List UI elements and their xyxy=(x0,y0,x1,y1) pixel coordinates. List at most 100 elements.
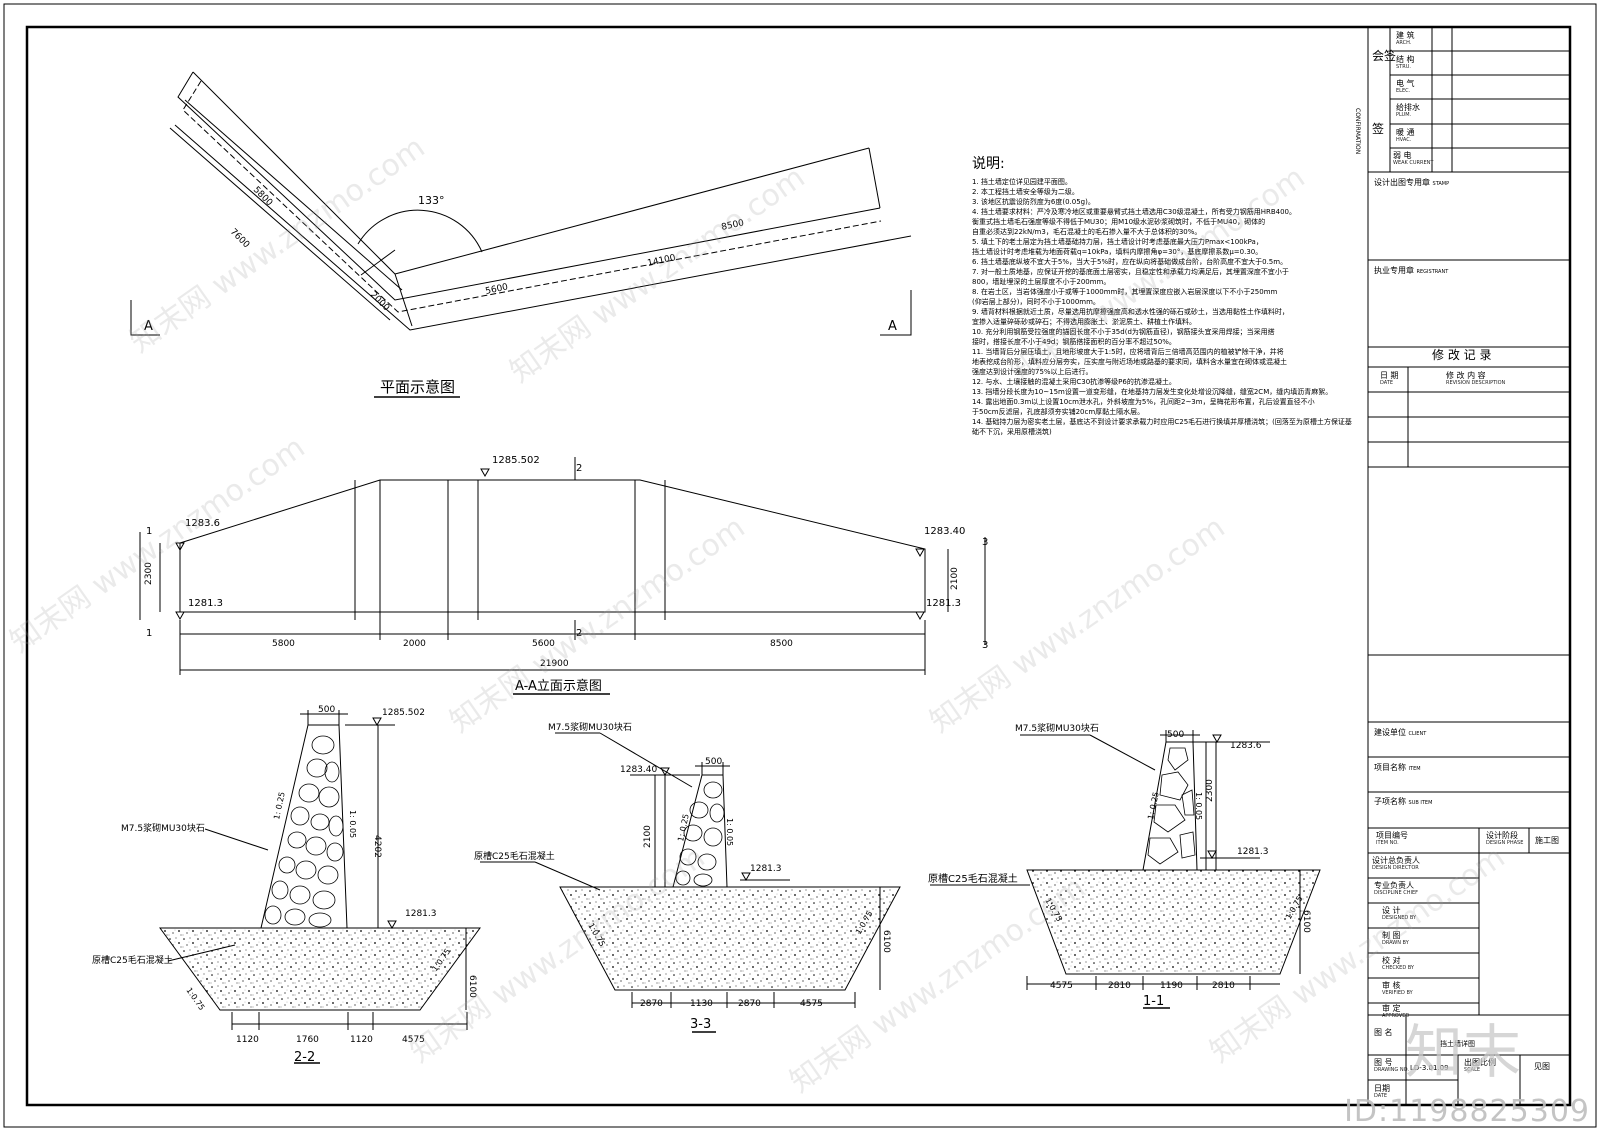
s22-depth: 6100 xyxy=(467,975,477,998)
s22-slope2: 1: 0.05 xyxy=(348,810,357,838)
tb-revision-title: 修 改 记 录 xyxy=(1432,348,1492,362)
note-line: 接时，搭接长度不小于49d；钢筋搭接面积的百分率不超过50%。 xyxy=(972,338,1176,346)
s22-dim-4: 4575 xyxy=(402,1035,425,1045)
tb-scale-value: 见图 xyxy=(1534,1062,1550,1071)
s11-dim-3: 1190 xyxy=(1160,981,1183,991)
tb-registrant: 执业专用章 REGISTRANT xyxy=(1374,266,1449,275)
elev-mark-1-top: 1 xyxy=(146,526,152,537)
note-line: 2. 本工程挡土墙安全等级为二级。 xyxy=(972,188,1079,196)
s33-elev-top: 1283.40 xyxy=(620,765,657,775)
s22-height: 4202 xyxy=(372,835,382,858)
note-line: 14. 露出地面0.3m以上设置10cm泄水孔，外斜坡度为5%，孔间距2~3m，… xyxy=(972,398,1315,406)
tb-subitem: 子项名称 SUB ITEM xyxy=(1374,797,1433,806)
elev-seg-5600: 5600 xyxy=(532,639,555,649)
note-line: 800，墙趾埋深的土层厚度不小于200mm。 xyxy=(972,278,1111,286)
plan-title: 平面示意图 xyxy=(380,378,455,396)
elev-seg-2000: 2000 xyxy=(403,639,426,649)
s11-slope2: 1: 0.05 xyxy=(1194,792,1203,820)
note-line: 10. 充分利用钢筋受拉强度的锚固长度不小于35d(d为钢筋直径)，钢筋接头宜采… xyxy=(972,328,1275,336)
outer-frame xyxy=(3,3,1597,1128)
plan-dim-5800: 5800 xyxy=(251,185,274,208)
elev-mark-3-top: 3 xyxy=(982,537,988,548)
watermark-logo: 知末 xyxy=(1405,1018,1522,1086)
note-line: 11. 当墙背后分层压填土，且地形坡度大于1:5时，应将墙背后三倍墙高范围内的植… xyxy=(972,348,1284,356)
tb-drawing-name: 图 名 xyxy=(1374,1028,1393,1037)
elev-seg-5800: 5800 xyxy=(272,639,295,649)
note-line: 衡重式挡土墙毛石强度等级不得低于MU30；用M10级水泥砂浆砌筑时，不低于MU4… xyxy=(972,218,1266,226)
section-3-3 xyxy=(480,732,901,1033)
elev-level-1281-3-right: 1281.3 xyxy=(926,598,961,609)
s11-slope1: 1: 0.25 xyxy=(1146,791,1161,820)
tb-item: 项目名称 ITEM xyxy=(1374,763,1421,772)
note-line: 5. 填土下的老土层定为挡土墙基础持力层，挡土墙设计时考虑基底最大压力Pmax<… xyxy=(972,238,1263,246)
note-line: 挡土墙设计时考虑堆载为地面荷载q=10kPa，填料内摩擦角φ=30°，基底摩擦系… xyxy=(972,248,1263,256)
note-line: 3. 该地区抗震设防烈度为6度(0.05g)。 xyxy=(972,198,1095,206)
plan-mark-a-left: A xyxy=(144,319,153,334)
plan-dim-5600: 5600 xyxy=(485,282,510,297)
s33-masonry: M7.5浆砌MU30块石 xyxy=(548,721,632,733)
note-line: (仰岩层上部分)，同时不小于1000mm。 xyxy=(972,298,1100,306)
s11-dim-4: 2810 xyxy=(1212,981,1235,991)
s22-slope1: 1: 0.25 xyxy=(272,791,287,820)
s11-title: 1-1 xyxy=(1143,994,1164,1009)
s11-base: 原槽C25毛石混凝土 xyxy=(928,872,1018,885)
tb-qian: 签 xyxy=(1372,122,1385,136)
s11-dim-2: 2810 xyxy=(1108,981,1131,991)
plan-dim-7600: 7600 xyxy=(228,227,251,250)
plan-dim-8500: 8500 xyxy=(721,218,746,233)
note-line: 地表挖成台阶形，填料应分层夯实，压实度与附近场地或路基的要求同，填料含水量宜在砌… xyxy=(972,358,1287,366)
s33-dim-2: 1130 xyxy=(690,999,713,1009)
s22-masonry: M7.5浆砌MU30块石 xyxy=(121,822,205,834)
s11-height: 2300 xyxy=(1205,779,1215,802)
note-line: 于50cm反滤层，孔底部须夯实铺20cm厚黏土隔水层。 xyxy=(972,408,1145,416)
elev-level-1285-502: 1285.502 xyxy=(492,455,540,466)
section-1-1 xyxy=(930,730,1321,1009)
plan-angle: 133° xyxy=(418,194,445,207)
s33-base: 原槽C25毛石混凝土 xyxy=(474,850,555,862)
s11-elev-ground: 1281.3 xyxy=(1237,847,1269,857)
note-line: 宜掺入适量碎砾砂或碎石；不得选用膨胀土、淤泥质土、耕植土作填料。 xyxy=(972,318,1196,326)
s33-slope2: 1: 0.05 xyxy=(725,818,734,846)
note-line: 13. 挡墙分段长度为10~15m设置一道变形缝，在地基持力层发生变化处增设沉降… xyxy=(972,388,1333,396)
elev-mark-2-top: 2 xyxy=(576,463,582,474)
s33-elev-ground: 1281.3 xyxy=(750,864,782,874)
tb-huiqian: 会签 xyxy=(1372,49,1397,63)
s22-elev-top: 1285.502 xyxy=(382,708,425,718)
note-line: 4. 挡土墙要求材料：严冷及寒冷地区或重要悬臂式挡土墙选用C30级混凝土，所有受… xyxy=(972,208,1296,216)
note-line: 14. 基础持力层为密实老土层，基底达不到设计要求承载力时应用C25毛石进行换填… xyxy=(972,418,1352,436)
elev-level-1283-40: 1283.40 xyxy=(924,526,965,537)
tb-confirmation: CONFIRMATION xyxy=(1354,108,1361,155)
note-line: 强度达到设计强度的75%以上后进行。 xyxy=(972,368,1093,376)
s22-top-width: 500 xyxy=(318,705,335,715)
note-line: 9. 墙背材料根据就近土质，尽量选用抗摩擦强度高和透水性强的砾石或砂土，当选用黏… xyxy=(972,308,1289,316)
plan-view xyxy=(130,71,912,336)
tb-phase-value: 施工图 xyxy=(1535,836,1559,845)
s33-top-width: 500 xyxy=(705,757,722,767)
elev-mark-3-bottom: 3 xyxy=(982,640,988,651)
elev-total: 21900 xyxy=(540,659,569,669)
tb-drawing-name-value: 挡土墙详图 xyxy=(1440,1040,1475,1048)
elevation-title: A-A立面示意图 xyxy=(515,678,602,694)
notes-title: 说明: xyxy=(972,156,1005,172)
note-line: 12. 与水、土壤接触的混凝土采用C30抗渗等级P6的抗渗混凝土。 xyxy=(972,378,1176,386)
s11-masonry: M7.5浆砌MU30块石 xyxy=(1015,722,1099,734)
tb-stamp: 设计出图专用章 STAMP xyxy=(1374,178,1450,187)
elev-level-1283-6: 1283.6 xyxy=(185,518,220,529)
note-line: 自重必须达到22kN/m3，毛石混凝土的毛石掺入量不大于总体积的30%。 xyxy=(972,228,1202,236)
plan-mark-a-right: A xyxy=(888,319,897,334)
section-2-2 xyxy=(159,710,481,1064)
